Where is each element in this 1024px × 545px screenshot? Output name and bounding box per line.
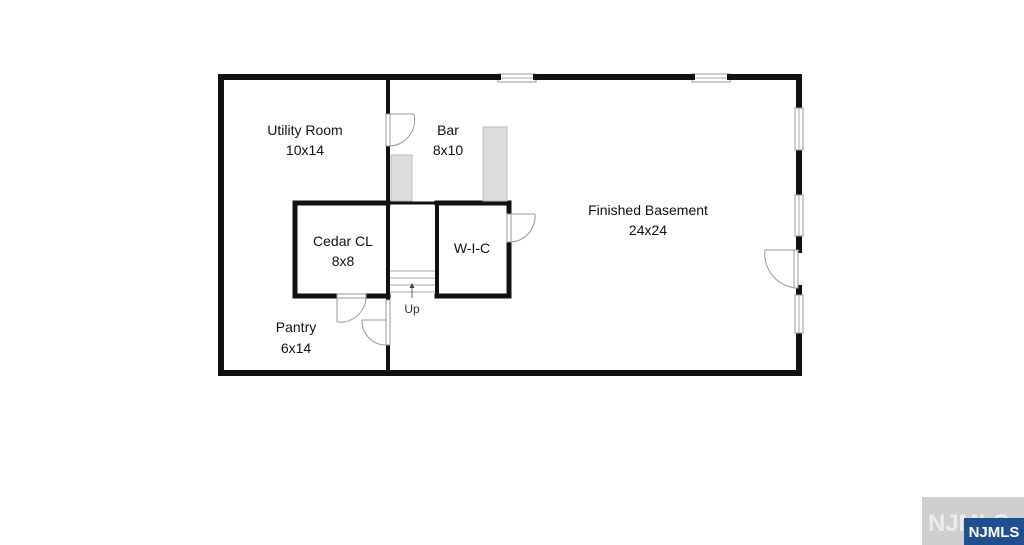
window-right-3 [794, 294, 804, 334]
bar-counter-large [482, 126, 508, 202]
cedar-closet-name: Cedar CL [313, 233, 373, 249]
njmls-watermark: NJMLS NJMLS [922, 497, 1024, 545]
stairs-up-arrow-icon [409, 283, 415, 298]
window-top-left [497, 73, 537, 83]
stairs-label: Up [404, 302, 420, 316]
exterior-walls [218, 74, 802, 376]
door-bar [385, 113, 416, 147]
bar-name: Bar [437, 122, 459, 138]
utility-room-size: 10x14 [286, 142, 324, 158]
finished-basement-name: Finished Basement [588, 202, 708, 218]
exterior-door-right [764, 249, 800, 289]
utility-room-name: Utility Room [267, 122, 342, 138]
interior-walls [292, 75, 512, 375]
window-top-right [691, 73, 731, 83]
door-wic [506, 213, 536, 243]
bar-counter-small [390, 154, 413, 202]
window-right-1 [794, 107, 804, 151]
wic-name: W-I-C [454, 240, 490, 256]
finished-basement-size: 24x24 [629, 222, 667, 238]
cedar-closet-size: 8x8 [332, 253, 355, 269]
door-cedar-closet [336, 293, 367, 323]
njmls-logo: NJMLS [969, 524, 1020, 541]
door-pantry [361, 299, 391, 346]
window-right-2 [794, 194, 804, 237]
bar-size: 8x10 [433, 142, 464, 158]
pantry-name: Pantry [276, 319, 316, 335]
pantry-size: 6x14 [281, 340, 312, 356]
